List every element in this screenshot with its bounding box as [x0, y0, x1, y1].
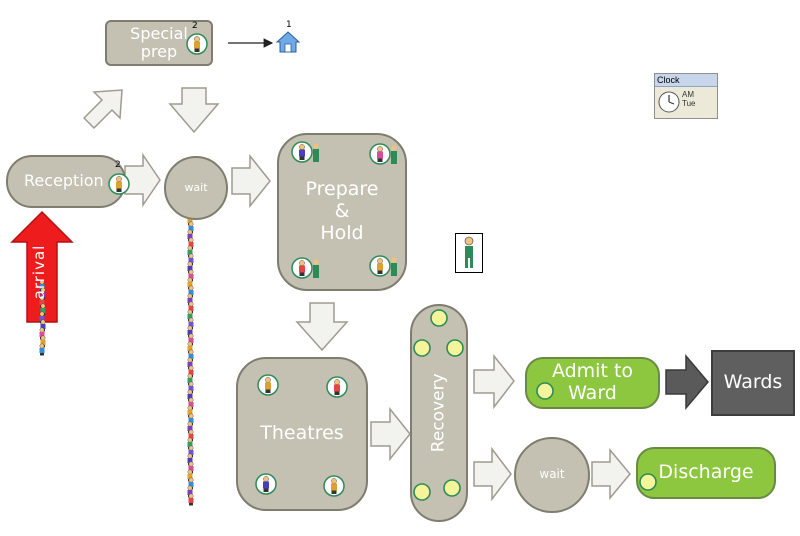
patient-icon-prepare-4	[369, 255, 397, 277]
staff-resource-box[interactable]	[455, 233, 483, 273]
clock-title: Clock	[655, 74, 717, 87]
patient-icon-prepare-2	[369, 143, 397, 165]
flow-arrow-admit-to-wards	[665, 353, 709, 411]
special-prep-count: 2	[192, 21, 198, 31]
bed-token-icon-recovery-1	[430, 309, 448, 327]
flow-arrow-theatres-to-recovery	[370, 406, 411, 462]
bed-token-icon-recovery-2	[413, 339, 431, 357]
arrival-patient-icon-9	[39, 343, 45, 356]
flow-arrow-prepare-to-theatres	[295, 302, 349, 352]
queue-patient-icon-38	[188, 493, 194, 506]
bed-token-icon-recovery-4	[413, 483, 431, 501]
clock-icon	[658, 91, 680, 113]
clock-readout: AM Tue	[682, 90, 696, 108]
patient-icon-prepare-3	[291, 257, 319, 279]
flow-arrow-special-prep-down	[168, 87, 220, 134]
flow-arrow-reception-to-wait	[124, 152, 161, 208]
patient-icon-theatres-1	[257, 374, 279, 396]
flow-arrow-wait-to-discharge	[591, 447, 631, 501]
bed-token-icon-admit	[536, 382, 554, 400]
home-count: 1	[286, 20, 292, 30]
flow-arrow-to-special-prep	[82, 89, 123, 130]
arrival-arrow	[10, 210, 74, 323]
bed-token-icon-recovery-3	[446, 339, 464, 357]
clock-panel[interactable]: Clock AM Tue	[654, 73, 718, 119]
clock-ampm: AM	[682, 90, 694, 99]
staff-icon	[464, 236, 474, 268]
patient-icon-special-prep	[186, 33, 208, 55]
bed-token-icon-discharge	[639, 473, 657, 491]
flow-arrow-recovery-to-admit	[473, 353, 515, 410]
home-icon	[275, 31, 301, 53]
reception-count: 2	[115, 160, 121, 170]
patient-icon-theatres-3	[255, 473, 277, 495]
patient-icon-theatres-2	[326, 376, 348, 398]
flow-arrow-recovery-to-wait	[473, 446, 512, 502]
patient-icon-reception	[108, 173, 130, 195]
clock-day: Tue	[682, 99, 696, 108]
flow-arrow-wait-to-prepare	[231, 153, 271, 209]
patient-icon-prepare-1	[291, 141, 319, 163]
bed-token-icon-recovery-5	[443, 479, 461, 497]
patient-icon-theatres-4	[323, 475, 345, 497]
